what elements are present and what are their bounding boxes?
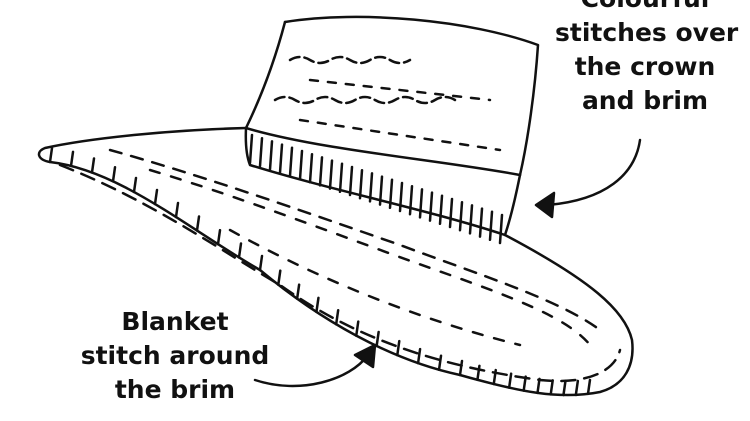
band-stitch <box>448 197 454 229</box>
blanket-stitch <box>492 368 498 386</box>
blanket-stitch <box>90 157 96 174</box>
band-stitch <box>458 200 464 232</box>
band-stitch <box>338 162 344 194</box>
crown-label: Colourful stitches over the crown and br… <box>555 0 739 118</box>
band-stitch <box>318 156 324 187</box>
band-stitch <box>368 172 374 203</box>
blanket-stitch <box>375 330 380 348</box>
blanket-stitch <box>476 364 481 382</box>
blanket-stitch <box>334 308 340 326</box>
crown-label-line: and brim <box>581 86 709 115</box>
hat-crown <box>244 15 540 237</box>
band-stitch <box>348 165 354 197</box>
band-stitch <box>408 184 414 216</box>
blanket-stitch-ticks <box>48 146 592 397</box>
blanket-stitch <box>549 379 554 396</box>
blanket-stitch <box>458 359 464 377</box>
arrow-to-brim <box>253 343 377 388</box>
band-stitch <box>428 191 434 222</box>
band-stitch <box>388 178 394 210</box>
band-stitch <box>478 207 484 238</box>
blanket-stitch <box>111 166 117 183</box>
blanket-stitch <box>258 254 264 272</box>
blanket-stitch <box>355 320 360 337</box>
band-stitch <box>378 175 384 206</box>
blanket-stitch <box>437 354 443 372</box>
arrow-to-crown <box>534 138 642 219</box>
blanket-stitch <box>69 150 75 168</box>
blanket-stitch <box>195 215 201 232</box>
band-stitch <box>288 146 294 178</box>
blanket-stitch <box>237 242 243 259</box>
blanket-stitch <box>132 176 138 194</box>
brim-label: Blanket stitch around the brim <box>80 305 270 407</box>
hat-band-stitches <box>248 133 504 245</box>
blanket-stitch <box>574 379 580 397</box>
blanket-stitch <box>216 228 222 246</box>
blanket-stitch <box>536 377 541 395</box>
band-stitch <box>278 143 284 174</box>
band-stitch <box>418 188 424 219</box>
blanket-stitch <box>396 339 401 357</box>
blanket-stitch <box>277 269 282 286</box>
band-stitch <box>488 210 494 242</box>
blanket-stitch <box>153 188 159 206</box>
blanket-stitch <box>562 379 567 397</box>
blanket-stitch <box>522 375 527 392</box>
blanket-stitch <box>315 296 320 314</box>
band-stitch <box>468 204 474 235</box>
crown-label-line: Colourful <box>555 0 735 16</box>
brim-label-line: Blanket <box>121 307 229 336</box>
band-stitch <box>248 133 254 165</box>
band-stitch <box>398 181 404 213</box>
blanket-stitch <box>586 378 592 396</box>
brim-label-line: stitch around <box>80 341 270 370</box>
band-stitch <box>298 149 304 181</box>
crown-label-line: the crown <box>574 52 716 81</box>
band-stitch <box>328 159 334 190</box>
blanket-stitch <box>295 283 301 300</box>
band-stitch <box>258 136 264 168</box>
blanket-stitch <box>48 146 54 164</box>
crown-label-line: stitches over <box>555 18 739 47</box>
hat-brim <box>37 126 634 397</box>
blanket-stitch <box>507 372 513 389</box>
blanket-stitch <box>416 347 422 365</box>
band-stitch <box>308 152 314 184</box>
blanket-stitch <box>174 201 180 219</box>
band-stitch <box>268 140 274 171</box>
band-stitch <box>438 194 444 226</box>
band-stitch <box>498 213 504 245</box>
brim-label-line: the brim <box>114 375 236 404</box>
band-stitch <box>358 168 364 200</box>
